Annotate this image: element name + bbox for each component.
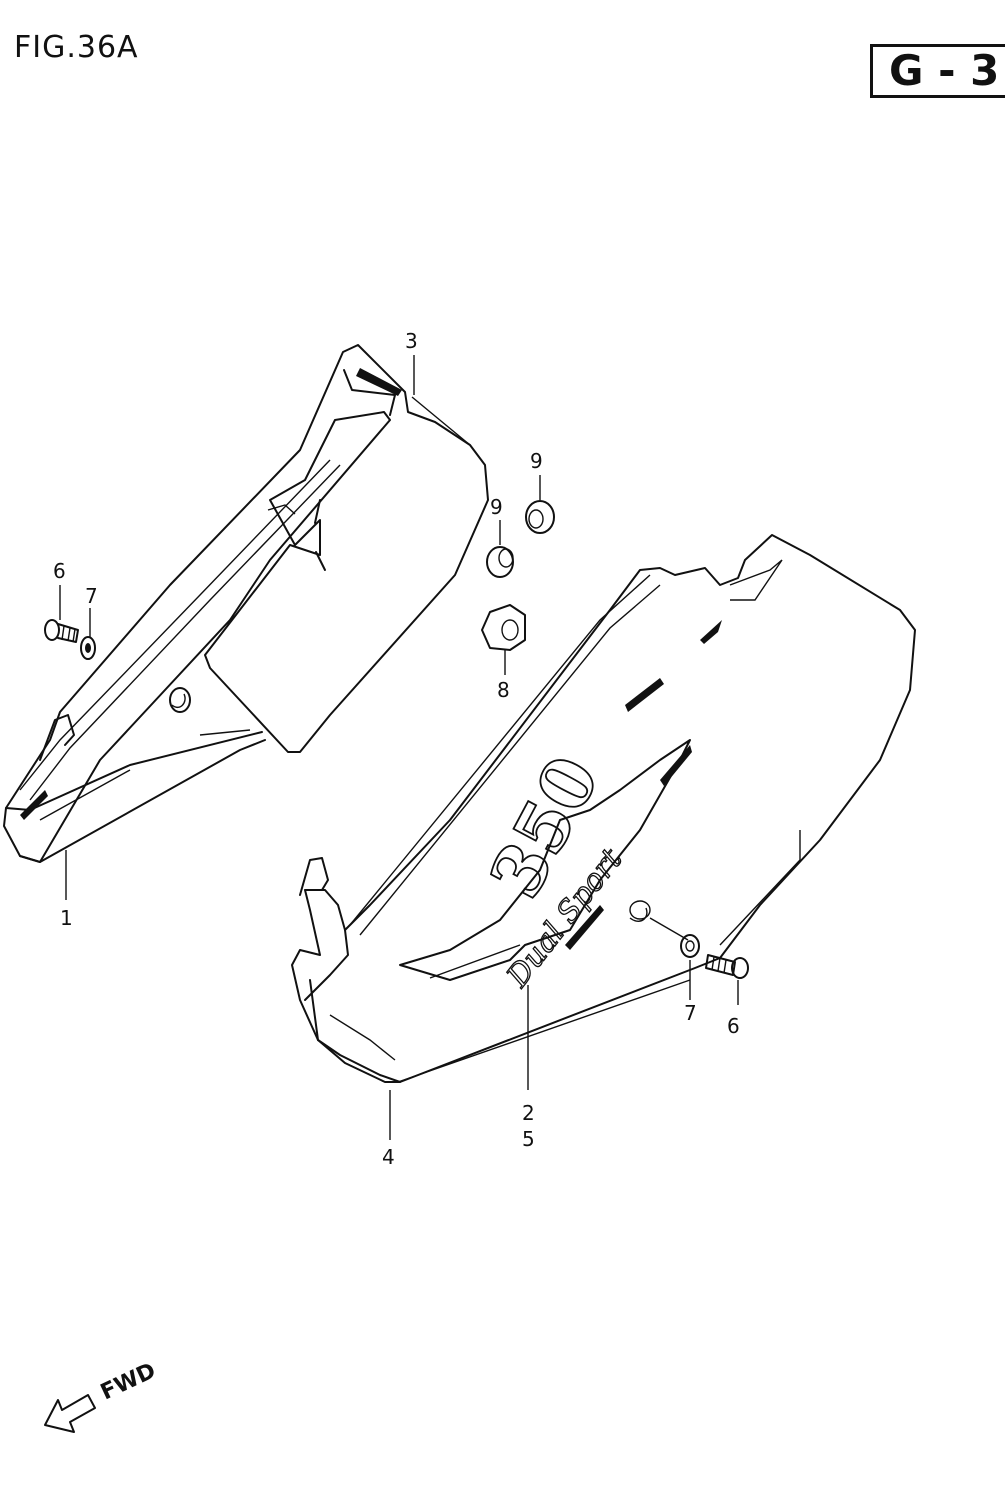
callout-5: 5 <box>522 1127 535 1151</box>
washer-7-right <box>680 934 700 958</box>
callout-6-right: 6 <box>727 1014 740 1038</box>
bolt-6-right <box>705 954 749 979</box>
left-frame-cover <box>3 344 489 863</box>
callout-7-right: 7 <box>684 1001 697 1025</box>
callout-2: 2 <box>522 1101 535 1125</box>
callout-7-left: 7 <box>85 584 98 608</box>
callout-3: 3 <box>405 329 418 353</box>
leader-lines <box>59 355 801 1140</box>
callout-8: 8 <box>497 678 510 702</box>
grommet-9-lower <box>486 546 514 578</box>
right-frame-cover: 350 Dual Sport <box>291 534 916 1083</box>
forward-label: FWD <box>97 1358 160 1405</box>
callout-9-lower: 9 <box>490 495 503 519</box>
washer-7-left <box>80 636 96 660</box>
callout-1: 1 <box>60 906 73 930</box>
callout-4: 4 <box>382 1145 395 1169</box>
grommet-9-upper <box>525 500 555 534</box>
callout-9-upper: 9 <box>530 449 543 473</box>
figure-label: FIG.36A <box>14 30 139 65</box>
cushion-8 <box>481 604 526 651</box>
forward-arrow-icon: FWD <box>44 1358 160 1433</box>
callout-6-left: 6 <box>53 559 66 583</box>
bolt-6-left <box>44 619 79 643</box>
section-badge: G - 3 <box>870 44 1005 98</box>
